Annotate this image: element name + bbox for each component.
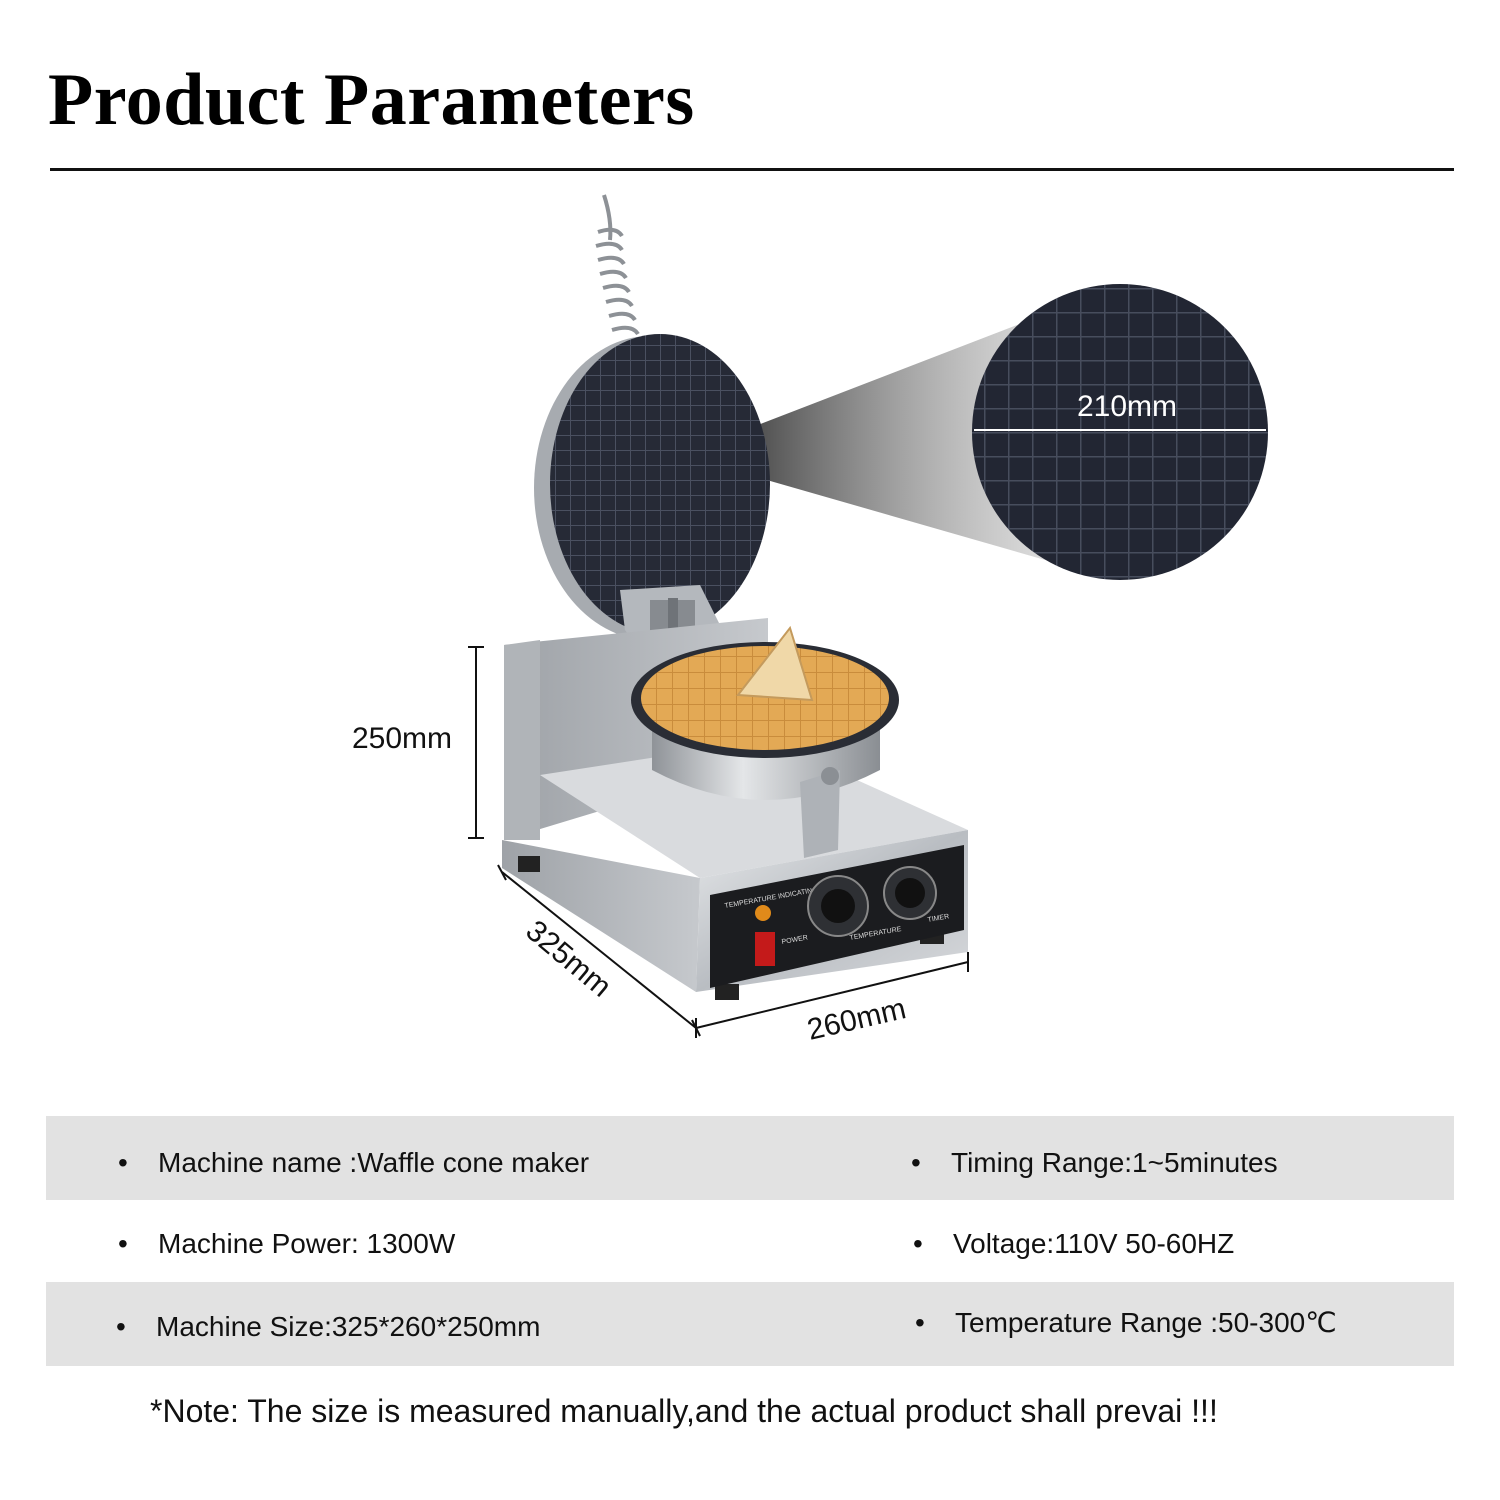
spec-voltage: • Voltage:110V 50-60HZ bbox=[913, 1227, 1235, 1261]
spec-machine-power: • Machine Power: 1300W bbox=[118, 1227, 456, 1261]
upper-plate bbox=[534, 334, 770, 640]
spec-text: Temperature Range :50-300℃ bbox=[955, 1307, 1337, 1338]
spec-text: Machine name :Waffle cone maker bbox=[158, 1147, 590, 1178]
bullet-icon: • bbox=[915, 1307, 925, 1338]
title-divider bbox=[50, 168, 1454, 171]
indicator-light-icon bbox=[755, 905, 771, 921]
lower-bowl bbox=[631, 625, 899, 858]
width-dimension bbox=[695, 952, 969, 1038]
spec-timing-range: • Timing Range:1~5minutes bbox=[911, 1146, 1278, 1180]
timer-label: TIMER bbox=[927, 913, 950, 924]
bullet-icon: • bbox=[118, 1147, 128, 1178]
product-illustration: TEMPERATURE INDICATING POWER TEMPERATURE… bbox=[352, 194, 1268, 1047]
spec-row-1 bbox=[46, 1116, 1454, 1200]
power-switch[interactable] bbox=[755, 932, 775, 966]
spec-temperature-range: • Temperature Range :50-300℃ bbox=[915, 1306, 1337, 1340]
spec-text: Machine Size:325*260*250mm bbox=[156, 1311, 541, 1342]
spec-text: Voltage:110V 50-60HZ bbox=[953, 1228, 1235, 1259]
spec-machine-name: • Machine name :Waffle cone maker bbox=[118, 1146, 590, 1180]
size-note: *Note: The size is measured manually,and… bbox=[150, 1393, 1218, 1429]
spec-text: Machine Power: 1300W bbox=[158, 1228, 456, 1259]
spring-handle bbox=[595, 194, 640, 336]
height-label: 250mm bbox=[352, 722, 452, 755]
zoom-beam bbox=[680, 320, 1080, 570]
bullet-icon: • bbox=[116, 1311, 126, 1342]
bullet-icon: • bbox=[911, 1147, 921, 1178]
plate-diameter-label: 210mm bbox=[1077, 390, 1177, 423]
control-panel: TEMPERATURE INDICATING POWER TEMPERATURE… bbox=[710, 845, 964, 988]
bullet-icon: • bbox=[118, 1228, 128, 1259]
width-label: 260mm bbox=[804, 992, 909, 1047]
spec-row-3 bbox=[46, 1282, 1454, 1366]
spec-machine-size: • Machine Size:325*260*250mm bbox=[116, 1310, 541, 1344]
spec-text: Timing Range:1~5minutes bbox=[951, 1147, 1278, 1178]
power-label: POWER bbox=[781, 934, 808, 945]
page-title: Product Parameters bbox=[48, 59, 695, 141]
plate-zoom-circle: 210mm bbox=[972, 284, 1268, 580]
bullet-icon: • bbox=[913, 1228, 923, 1259]
height-dimension bbox=[468, 646, 484, 839]
